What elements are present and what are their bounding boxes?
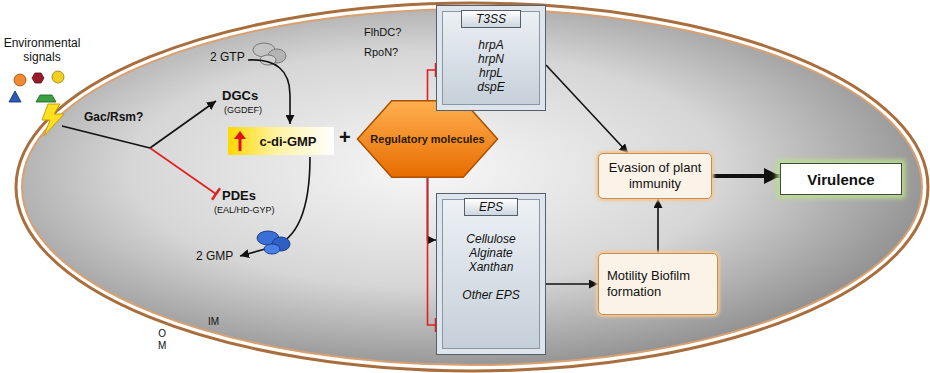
activation-arrow bbox=[546, 65, 628, 153]
activation-arrow bbox=[712, 174, 780, 178]
node-title: T3SS bbox=[461, 10, 521, 28]
substrate-label: 2 GTP bbox=[210, 50, 245, 64]
lightning-bolt bbox=[42, 104, 64, 136]
activation-arrow bbox=[546, 283, 598, 285]
inhibition-line bbox=[150, 148, 216, 194]
enzyme-label: PDEs bbox=[222, 188, 256, 203]
inhibition-line bbox=[428, 178, 437, 325]
activation-arrow bbox=[428, 178, 437, 240]
node-title: EPS bbox=[464, 198, 518, 216]
membrane-label: IM bbox=[208, 316, 219, 327]
signal-line bbox=[62, 126, 150, 148]
increase-arrow bbox=[233, 130, 247, 152]
regulator-label: FlhDC? bbox=[364, 26, 401, 38]
node-text: hrpA hrpN hrpL dspE bbox=[477, 38, 504, 94]
signal-molecules bbox=[9, 71, 64, 102]
inhibition-line bbox=[428, 70, 437, 100]
activation-arrow bbox=[657, 199, 659, 253]
outer-membrane bbox=[16, 3, 928, 371]
regulator-label: Gac/Rsm? bbox=[84, 110, 143, 124]
node-text: Other EPS bbox=[462, 288, 519, 302]
process-box: Motility Biofilm formation bbox=[598, 253, 718, 315]
plus-sign: + bbox=[339, 126, 351, 149]
domain-label: (EAL/HD-GYP) bbox=[214, 205, 275, 215]
molecule-box: c-di-GMP bbox=[228, 127, 334, 155]
process-box: Evasion of plant immunity bbox=[598, 153, 712, 199]
node-title: Regulatory molecules bbox=[370, 133, 484, 146]
domain-label: (GGDEF) bbox=[224, 105, 262, 115]
node-title: Evasion of plant immunity bbox=[608, 160, 702, 192]
signal-label: Environmental signals bbox=[2, 36, 82, 64]
product-label: 2 GMP bbox=[196, 249, 233, 263]
outcome-box: Virulence bbox=[780, 163, 902, 195]
node-text: Cellulose Alginate Xanthan bbox=[466, 232, 515, 274]
regulator-hexagon: Regulatory molecules bbox=[356, 100, 499, 178]
pde-enzyme bbox=[257, 231, 290, 254]
node-title: Motility Biofilm formation bbox=[607, 268, 707, 300]
activation-arrow bbox=[150, 101, 216, 148]
gene-panel: EPS Cellulose Alginate XanthanOther EPS bbox=[436, 193, 546, 355]
gene-panel: T3SS hrpA hrpN hrpL dspE bbox=[436, 5, 546, 111]
node-title: c-di-GMP bbox=[259, 134, 316, 149]
regulator-label: RpoN? bbox=[364, 46, 398, 58]
enzyme-label: DGCs bbox=[222, 88, 258, 103]
membrane-label: O M bbox=[158, 328, 166, 352]
node-title: Virulence bbox=[807, 171, 874, 188]
